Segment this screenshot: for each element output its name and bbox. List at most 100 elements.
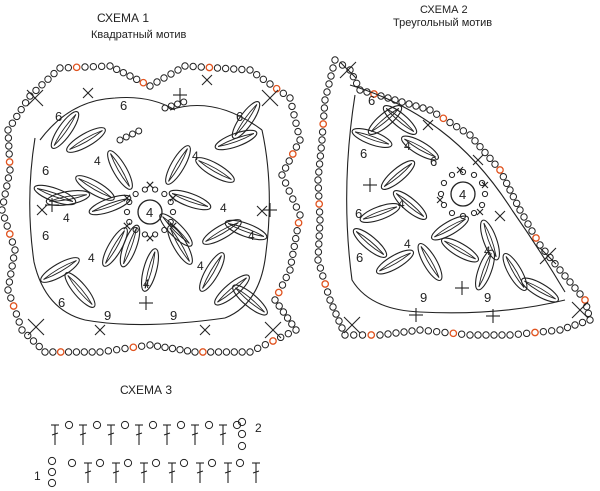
chain-arc	[39, 96, 176, 141]
chain-stitch	[578, 318, 587, 327]
chain-stitch	[315, 168, 323, 176]
chain-stitch	[432, 110, 441, 118]
petal	[107, 150, 133, 190]
petal-outline	[380, 160, 416, 190]
s1-num: 4	[63, 211, 70, 225]
petal	[520, 277, 560, 303]
chain-stitch	[289, 195, 297, 203]
scheme1-title: СХЕМА 1	[97, 11, 150, 25]
chain-stitch	[296, 211, 304, 219]
chain-stitch	[0, 214, 9, 222]
petal-outline	[400, 135, 440, 161]
s2-num: 6	[360, 146, 367, 161]
chain-stitch	[287, 258, 296, 266]
petal-stroke	[434, 218, 466, 238]
petal-stroke	[234, 104, 258, 136]
chain-stitch	[490, 331, 498, 339]
chain-stitch	[235, 458, 245, 468]
petal-outline	[502, 252, 528, 292]
chain-stitch	[412, 102, 420, 110]
s1-center-num: 4	[146, 205, 153, 220]
s2-num: 4	[484, 244, 491, 258]
chain-stitch	[15, 318, 23, 326]
petal-stroke	[444, 240, 476, 260]
petal-stroke	[383, 163, 413, 187]
chain-stitch	[449, 329, 458, 338]
chain-stitch	[571, 284, 579, 292]
petal-stroke	[78, 178, 112, 198]
petal	[430, 215, 470, 241]
chain-stitch	[323, 288, 332, 296]
petal-outline	[107, 150, 133, 190]
petal-stroke	[434, 218, 466, 238]
petal	[165, 145, 191, 185]
chain-stitch	[432, 327, 441, 336]
s2-num: 9	[484, 290, 491, 305]
petal-stroke	[110, 153, 130, 187]
chain-stitch	[207, 458, 217, 468]
center-ring	[450, 181, 476, 207]
chain-stitch	[261, 340, 270, 349]
s3-row-num: 1	[34, 469, 41, 483]
petal-outline	[45, 189, 91, 207]
chain-stitch	[174, 66, 182, 74]
chain-stitch	[329, 64, 337, 72]
chain-stitch	[506, 186, 514, 194]
chain-stitch	[316, 152, 325, 160]
chain-stitch	[132, 190, 139, 198]
chain-stitch	[97, 62, 106, 71]
petal-stroke	[362, 206, 397, 220]
chain-stitch	[446, 118, 454, 127]
chain-stitch	[284, 329, 293, 338]
chain-stitch	[338, 324, 346, 332]
chain-stitch	[315, 224, 324, 232]
petal-stroke	[202, 255, 222, 289]
chain-stitch	[292, 143, 301, 151]
chain-stitch	[514, 330, 523, 338]
chain-stitch	[126, 198, 133, 206]
chain-stitch	[279, 308, 288, 316]
petal-stroke	[67, 275, 93, 305]
chain-stitch	[120, 420, 130, 430]
chain-stitch	[320, 104, 329, 112]
s1-num: 6	[42, 163, 49, 178]
chain-stitch	[498, 331, 506, 339]
chain-stitch	[183, 347, 192, 355]
petal	[199, 252, 225, 292]
chain-stitch	[474, 331, 482, 339]
petal-stroke	[172, 193, 209, 207]
petal-outline	[167, 225, 193, 265]
cross-stitch	[169, 222, 177, 230]
chain-stitch	[122, 133, 130, 141]
petal	[40, 257, 80, 283]
chain-stitch	[315, 200, 324, 208]
petal-outline	[119, 224, 141, 268]
chain-stitch	[584, 309, 593, 318]
chain-stitch	[586, 316, 594, 324]
petal-stroke	[123, 228, 137, 265]
chain-stitch	[237, 417, 247, 427]
chain-stitch	[18, 326, 26, 334]
chain-stitch	[551, 260, 559, 268]
cross-stitch	[476, 208, 484, 216]
chain-stitch	[214, 348, 223, 356]
chain-stitch	[419, 104, 427, 112]
petal-outline	[520, 277, 560, 303]
cross-stitch	[539, 247, 557, 265]
chain-stitch	[326, 296, 334, 304]
chain-stitch	[253, 344, 262, 353]
s2-num: 4	[404, 139, 411, 153]
chain-stitch	[279, 89, 288, 98]
chain-stitch	[441, 328, 449, 337]
chain-stitch	[92, 420, 102, 430]
chain-stitch	[293, 227, 301, 235]
dc-stitch	[140, 470, 148, 474]
petal-outline	[392, 190, 428, 220]
chain-stitch	[246, 66, 254, 74]
chain-stitch	[502, 179, 511, 188]
cross-stitch	[26, 89, 44, 107]
chain-stitch	[17, 105, 25, 114]
chain-stitch	[499, 172, 508, 181]
s1-num: 4	[220, 201, 227, 215]
chain-arc	[346, 94, 421, 313]
